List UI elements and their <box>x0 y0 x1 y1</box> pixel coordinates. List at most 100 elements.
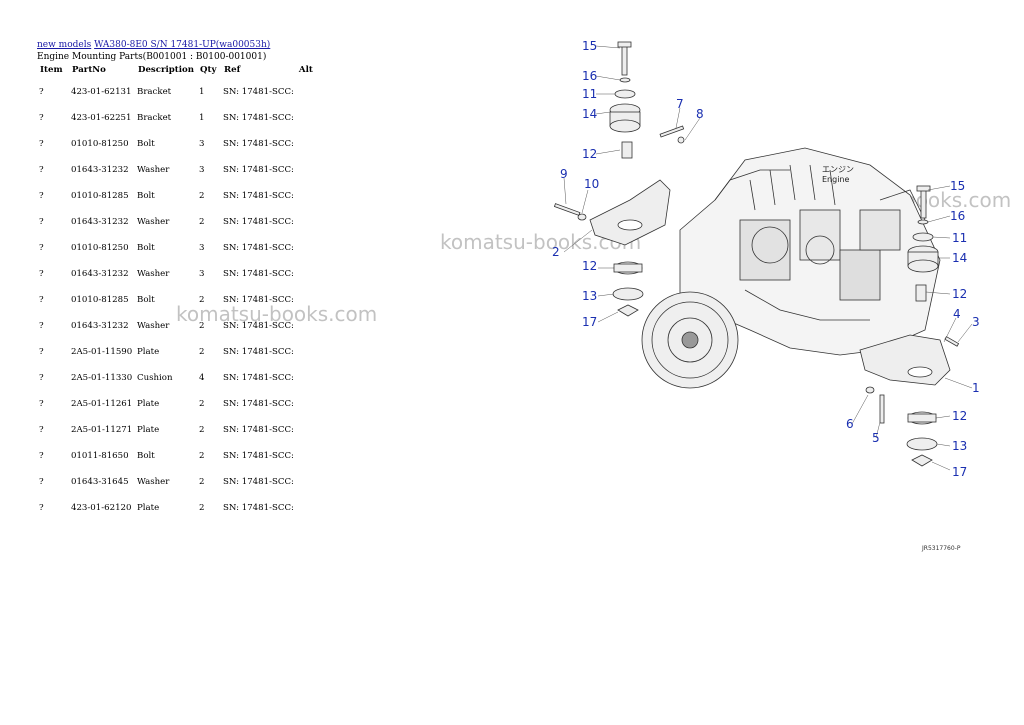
cell-alt <box>296 495 320 521</box>
cell-ref: SN: 17481-SCC: <box>223 191 294 201</box>
cell-item: ? <box>39 399 44 409</box>
cell-partno: 2A5-01-11261 <box>71 399 133 409</box>
breadcrumb-link-new-models[interactable]: new models <box>37 40 92 50</box>
cell-alt <box>296 183 320 209</box>
header-ref: Ref <box>224 65 241 75</box>
cell-alt <box>296 105 320 131</box>
drawing-code: JR5317760-P <box>921 545 961 552</box>
callout-13-right: 13 <box>952 439 967 453</box>
cell-qty: 3 <box>199 165 205 175</box>
cell-description: Bolt <box>137 243 155 253</box>
cell-description: Bolt <box>137 139 155 149</box>
header-alt: Alt <box>298 65 313 75</box>
engine-label-en: Engine <box>822 175 849 184</box>
cell-item: ? <box>39 191 44 201</box>
cell-description: Bolt <box>137 295 155 305</box>
callout-4: 4 <box>953 307 961 321</box>
left-mount-parts <box>553 41 685 317</box>
cell-qty: 2 <box>199 217 205 227</box>
cell-description: Bracket <box>137 87 172 97</box>
callout-11-right: 11 <box>952 231 967 245</box>
right-mount-parts <box>859 185 960 467</box>
callout-15-right: 15 <box>950 179 965 193</box>
breadcrumb: new models WA380-8E0 S/N 17481-UP(wa0005… <box>37 40 270 50</box>
cell-ref: SN: 17481-SCC: <box>223 503 294 513</box>
cell-partno: 01010-81250 <box>71 243 129 253</box>
cell-partno: 01010-81285 <box>71 295 129 305</box>
cell-item: ? <box>39 87 44 97</box>
cell-item: ? <box>39 321 44 331</box>
cell-item: ? <box>39 451 44 461</box>
callout-6: 6 <box>846 417 854 431</box>
cell-item: ? <box>39 269 44 279</box>
cell-item: ? <box>39 477 44 487</box>
callout-14-left: 14 <box>582 107 597 121</box>
cell-alt <box>296 235 320 261</box>
callout-2: 2 <box>552 245 560 259</box>
cell-item: ? <box>39 503 44 513</box>
cell-ref: SN: 17481-SCC: <box>223 425 294 435</box>
cell-partno: 2A5-01-11590 <box>71 347 133 357</box>
cell-partno: 01643-31232 <box>71 321 129 331</box>
cell-description: Plate <box>137 503 160 513</box>
cell-description: Washer <box>137 217 170 227</box>
callout-12-left-upper: 12 <box>582 147 597 161</box>
table-row: ? 01643-31232 Washer 2 SN: 17481-SCC: <box>37 313 320 339</box>
cell-ref: SN: 17481-SCC: <box>223 477 294 487</box>
callout-7: 7 <box>676 97 684 111</box>
cell-item: ? <box>39 347 44 357</box>
parts-table: Item PartNo Description Qty Ref Alt ?423… <box>37 65 320 521</box>
cell-alt <box>296 131 320 157</box>
cell-qty: 2 <box>199 399 205 409</box>
cell-ref: SN: 17481-SCC: <box>223 373 294 383</box>
cell-ref: SN: 17481-SCC: <box>223 243 294 253</box>
cell-qty: 3 <box>199 243 205 253</box>
page-subtitle: Engine Mounting Parts(B001001 : B0100-00… <box>37 52 267 62</box>
callout-15-left: 15 <box>582 39 597 53</box>
cell-partno: 01011-81650 <box>71 451 129 461</box>
breadcrumb-link-model[interactable]: WA380-8E0 S/N 17481-UP(wa00053h) <box>94 40 271 50</box>
cell-ref: SN: 17481-SCC: <box>223 321 294 331</box>
header-qty: Qty <box>200 65 217 75</box>
cell-alt <box>296 443 320 469</box>
cell-alt <box>296 261 320 287</box>
callout-16-right: 16 <box>950 209 965 223</box>
callout-14-right: 14 <box>952 251 967 265</box>
callout-13-left: 13 <box>582 289 597 303</box>
cell-description: Washer <box>137 321 170 331</box>
cell-alt <box>296 391 320 417</box>
cell-qty: 3 <box>199 139 205 149</box>
cell-description: Washer <box>137 477 170 487</box>
callout-3: 3 <box>972 315 980 329</box>
cell-alt <box>296 79 320 105</box>
cell-description: Washer <box>137 269 170 279</box>
callout-12-left-lower: 12 <box>582 259 597 273</box>
callout-11-left: 11 <box>582 87 597 101</box>
cell-partno: 423-01-62120 <box>71 503 132 513</box>
cell-qty: 3 <box>199 269 205 279</box>
cell-item: ? <box>39 425 44 435</box>
cell-qty: 2 <box>199 321 205 331</box>
cell-item: ? <box>39 165 44 175</box>
callout-12-right-upper: 12 <box>952 287 967 301</box>
cell-description: Washer <box>137 165 170 175</box>
cell-description: Plate <box>137 399 160 409</box>
cell-partno: 2A5-01-11330 <box>71 373 133 383</box>
callout-16-left: 16 <box>582 69 597 83</box>
cell-description: Bolt <box>137 191 155 201</box>
cell-partno: 423-01-62251 <box>71 113 132 123</box>
cell-partno: 01010-81250 <box>71 139 129 149</box>
cell-partno: 2A5-01-11271 <box>71 425 133 435</box>
cell-partno: 423-01-62131 <box>71 87 132 97</box>
cell-ref: SN: 17481-SCC: <box>223 347 294 357</box>
header-item: Item <box>40 65 63 75</box>
